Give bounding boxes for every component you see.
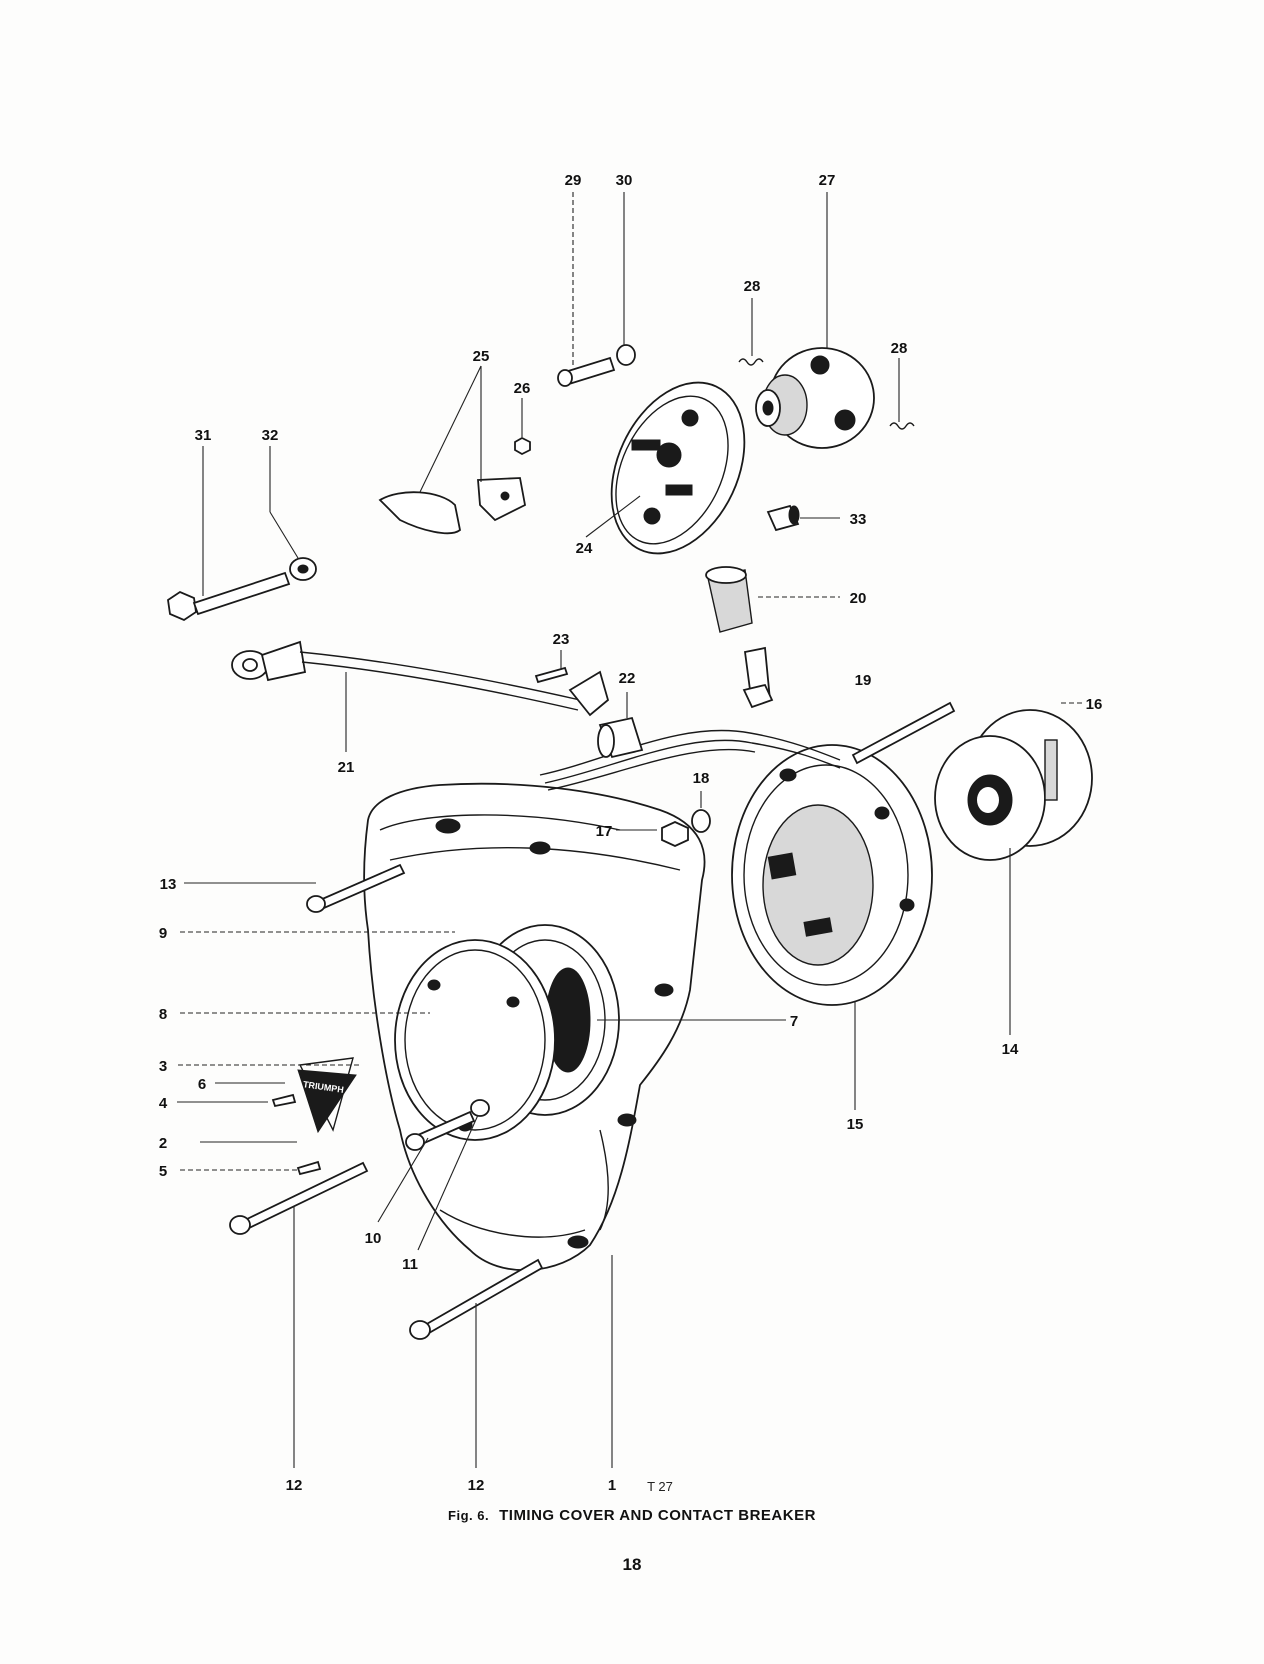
figure-title: TIMING COVER AND CONTACT BREAKER xyxy=(499,1507,816,1524)
callout-12-right: 12 xyxy=(468,1477,485,1494)
callout-13: 13 xyxy=(160,876,177,893)
pillar-bolt-and-washer xyxy=(557,344,636,387)
callout-33: 33 xyxy=(850,511,867,528)
screw-23 xyxy=(534,666,569,684)
drawing-reference: T 27 xyxy=(647,1479,673,1494)
callout-8: 8 xyxy=(159,1006,167,1023)
callout-21: 21 xyxy=(338,759,355,776)
alternator-rotor xyxy=(934,709,1093,861)
cover-screw-and-washer xyxy=(405,1099,490,1151)
callout-3: 3 xyxy=(159,1058,167,1075)
contact-sets xyxy=(378,477,527,535)
callout-labels: 1 2 3 4 5 6 7 8 9 10 11 12 12 13 14 15 1… xyxy=(159,172,1103,1494)
contact-breaker-plate xyxy=(610,381,746,555)
callout-29: 29 xyxy=(565,172,582,189)
badge-and-gasket: TRIUMPH xyxy=(297,1057,357,1134)
sleeve-22 xyxy=(597,716,644,759)
callout-19: 19 xyxy=(855,672,872,689)
page-number: 18 xyxy=(622,1555,642,1574)
callout-25: 25 xyxy=(473,348,490,365)
callout-31: 31 xyxy=(195,427,212,444)
callout-14: 14 xyxy=(1002,1041,1019,1058)
springs-28 xyxy=(738,358,915,430)
callout-4: 4 xyxy=(159,1095,168,1112)
callout-1: 1 xyxy=(608,1477,616,1494)
callout-12-left: 12 xyxy=(286,1477,303,1494)
callout-11: 11 xyxy=(402,1256,418,1273)
callout-15: 15 xyxy=(847,1116,864,1133)
callout-20: 20 xyxy=(850,590,867,607)
stator-wiring xyxy=(539,729,841,791)
callout-26: 26 xyxy=(514,380,531,397)
callout-18: 18 xyxy=(693,770,710,787)
nut-and-washer xyxy=(661,809,711,847)
long-screws xyxy=(229,1161,544,1340)
auto-advance-unit xyxy=(755,347,875,449)
leader-lines xyxy=(177,192,1082,1468)
callout-32: 32 xyxy=(262,427,279,444)
callout-27: 27 xyxy=(819,172,836,189)
callout-17: 17 xyxy=(596,823,613,840)
figure-caption: Fig. 6. TIMING COVER AND CONTACT BREAKER xyxy=(0,1507,1264,1524)
adjuster-and-cap xyxy=(705,566,774,709)
callout-22: 22 xyxy=(619,670,636,687)
callout-30: 30 xyxy=(616,172,633,189)
screw-13 xyxy=(306,863,406,913)
callout-5: 5 xyxy=(159,1163,167,1180)
earth-lead xyxy=(231,640,610,717)
sleeve-33 xyxy=(766,504,800,532)
nut-26 xyxy=(514,436,531,456)
callout-28-upper: 28 xyxy=(744,278,761,295)
callout-10: 10 xyxy=(365,1230,382,1247)
callout-9: 9 xyxy=(159,925,167,942)
callout-7: 7 xyxy=(790,1013,798,1030)
stator-stud xyxy=(851,701,956,765)
bolt-and-washer xyxy=(167,557,317,622)
callout-23: 23 xyxy=(553,631,570,648)
callout-2: 2 xyxy=(159,1135,167,1152)
badge-screws xyxy=(271,1093,322,1176)
alternator-stator xyxy=(731,744,933,1006)
callout-16: 16 xyxy=(1086,696,1103,713)
callout-6: 6 xyxy=(198,1076,206,1093)
figure-number: Fig. 6. xyxy=(448,1508,490,1523)
inspection-cover-assembly xyxy=(394,924,620,1141)
callout-24: 24 xyxy=(576,540,593,557)
callout-28-right: 28 xyxy=(891,340,908,357)
